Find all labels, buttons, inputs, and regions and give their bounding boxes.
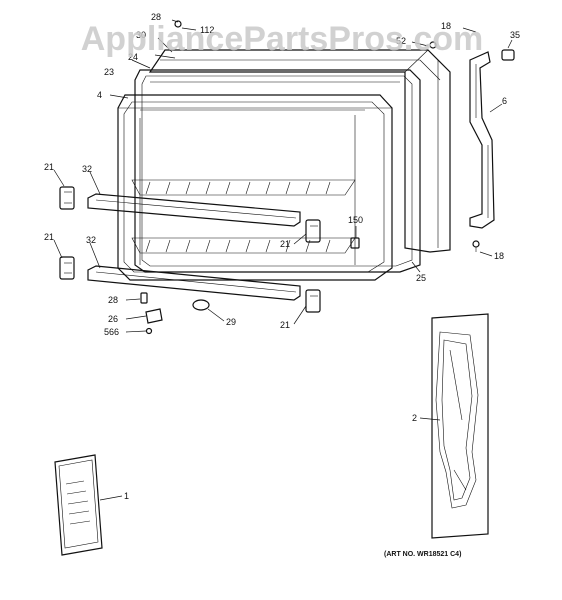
callout-28-top: 28 <box>151 12 161 22</box>
screw-18-bottom <box>472 240 480 252</box>
callout-24: 24 <box>128 52 138 62</box>
outer-door-panel <box>148 49 451 253</box>
callout-566: 566 <box>104 327 119 337</box>
callout-labels: 28 112 30 24 23 4 18 52 35 6 18 21 32 21… <box>44 12 520 501</box>
shelf-bar-lower <box>87 265 301 301</box>
switch-150 <box>350 237 360 249</box>
callout-18-top: 18 <box>441 21 451 31</box>
plug-28 <box>140 292 148 304</box>
bar-bracket-upper-left <box>59 186 75 210</box>
callout-21-upper-right: 21 <box>280 239 290 249</box>
art-number: (ART NO. WR18521 C4) <box>384 551 461 558</box>
leader-lines <box>53 19 513 501</box>
callout-26: 26 <box>108 314 118 324</box>
cap-29 <box>192 299 210 311</box>
bracket-26 <box>145 308 163 324</box>
inner-door-liner <box>117 94 393 281</box>
callout-29: 29 <box>226 317 236 327</box>
callout-30: 30 <box>136 30 146 40</box>
callout-21-lower-left: 21 <box>44 232 54 242</box>
door-gasket <box>134 69 421 273</box>
callout-21-upper-left: 21 <box>44 162 54 172</box>
callout-2: 2 <box>412 413 417 423</box>
callout-150: 150 <box>348 215 363 225</box>
callout-21-lower-right: 21 <box>280 320 290 330</box>
callout-18-bottom: 18 <box>494 251 504 261</box>
callout-4: 4 <box>97 90 102 100</box>
bar-bracket-lower-right <box>305 289 321 313</box>
callout-28-bottom: 28 <box>108 295 118 305</box>
callout-35: 35 <box>510 30 520 40</box>
callout-52: 52 <box>396 36 406 46</box>
screw-566 <box>145 327 153 335</box>
shelf-bar-upper <box>87 193 301 227</box>
hinge-cap <box>501 49 515 61</box>
callout-1: 1 <box>124 491 129 501</box>
callout-32-upper: 32 <box>82 164 92 174</box>
door-insert-panel <box>431 313 489 539</box>
door-hinge <box>469 51 495 229</box>
owners-manual <box>54 454 103 556</box>
watermark: AppliancePartsPros.com <box>81 20 483 58</box>
callout-25: 25 <box>416 273 426 283</box>
screw-28-top <box>174 20 182 28</box>
bar-bracket-upper-right <box>305 219 321 243</box>
screw-18-top <box>429 41 437 49</box>
callout-32-lower: 32 <box>86 235 96 245</box>
bar-bracket-lower-left <box>59 256 75 280</box>
callout-6: 6 <box>502 96 507 106</box>
callout-23: 23 <box>104 67 114 77</box>
callout-112: 112 <box>200 25 214 35</box>
